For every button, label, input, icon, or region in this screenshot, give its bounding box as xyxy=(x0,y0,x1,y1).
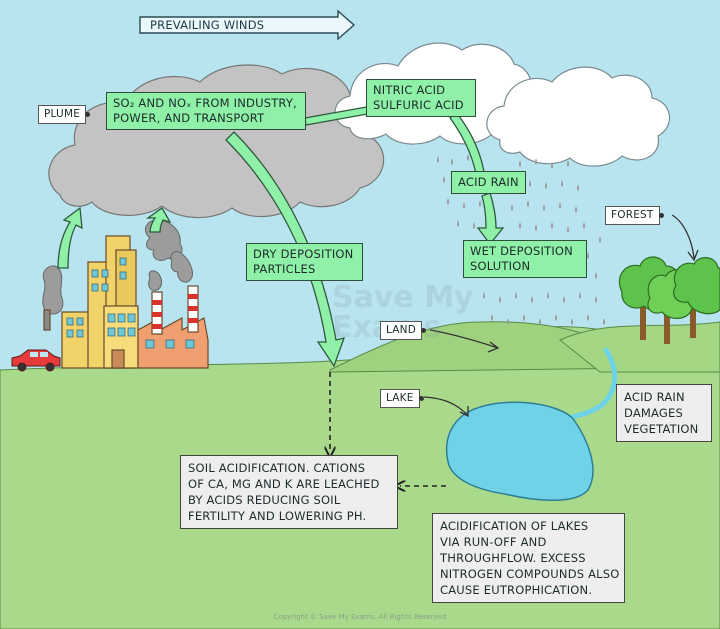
lake-label: LAKE xyxy=(380,389,424,408)
cloud-right xyxy=(486,66,671,167)
vegetation-line: VEGETATION xyxy=(624,422,699,436)
wet-deposition-line: SOLUTION xyxy=(470,259,531,273)
emissions-line: SO₂ AND NOₓ FROM INDUSTRY, xyxy=(113,96,297,110)
soil-acidification-label: SOIL ACIDIFICATION. CATIONS OF Ca, Mg AN… xyxy=(180,455,398,529)
lake xyxy=(445,401,594,501)
rain-drops xyxy=(437,154,605,325)
soil-line: OF Ca, Mg AND K ARE LEACHED xyxy=(188,477,380,491)
soil-line: SOIL ACIDIFICATION. CATIONS xyxy=(188,461,366,475)
acids-label: NITRIC ACID SULFURIC ACID xyxy=(366,79,476,117)
soil-line: FERTILITY AND LOWERING pH. xyxy=(188,509,367,523)
tag-pointers xyxy=(423,214,699,418)
winds-label: PREVAILING WINDS xyxy=(150,18,265,32)
flow-arrows xyxy=(57,105,505,368)
lakes-line: VIA RUN-OFF AND xyxy=(440,535,547,549)
acid-rain-label: ACID RAIN xyxy=(451,171,526,194)
lakes-line: THROUGHFLOW. EXCESS xyxy=(440,551,586,565)
forest-trees xyxy=(618,256,720,344)
vegetation-line: ACID RAIN xyxy=(624,390,685,404)
emissions-line: POWER, AND TRANSPORT xyxy=(113,111,265,125)
dry-deposition-label: DRY DEPOSITION PARTICLES xyxy=(246,243,363,281)
factory xyxy=(43,235,209,369)
lake-acidification-label: ACIDIFICATION OF LAKES VIA RUN-OFF AND T… xyxy=(432,513,625,603)
wet-deposition-label: WET DEPOSITION SOLUTION xyxy=(463,240,587,278)
lakes-line: NITROGEN COMPOUNDS ALSO xyxy=(440,567,620,581)
lakes-line: CAUSE EUTROPHICATION. xyxy=(440,583,593,597)
hill-right xyxy=(559,321,720,373)
vegetation-label: ACID RAIN DAMAGES VEGETATION xyxy=(616,384,712,442)
copyright-notice: Copyright © Save My Exams. All Rights Re… xyxy=(273,613,447,621)
land-label: LAND xyxy=(380,321,427,340)
wet-deposition-line: WET DEPOSITION xyxy=(470,244,573,258)
dry-deposition-line: DRY DEPOSITION xyxy=(253,247,354,261)
acids-line: NITRIC ACID xyxy=(373,83,446,97)
soil-line: BY ACIDS REDUCING SOIL xyxy=(188,493,341,507)
forest-label: FOREST xyxy=(605,206,664,225)
acids-line: SULFURIC ACID xyxy=(373,98,464,112)
lakes-line: ACIDIFICATION OF LAKES xyxy=(440,519,589,533)
emissions-label: SO₂ AND NOₓ FROM INDUSTRY, POWER, AND TR… xyxy=(106,92,306,130)
dry-deposition-line: PARTICLES xyxy=(253,262,316,276)
plume-label: PLUME xyxy=(38,105,91,124)
winds-arrow xyxy=(139,9,356,41)
vegetation-line: DAMAGES xyxy=(624,406,683,420)
car xyxy=(11,349,61,372)
